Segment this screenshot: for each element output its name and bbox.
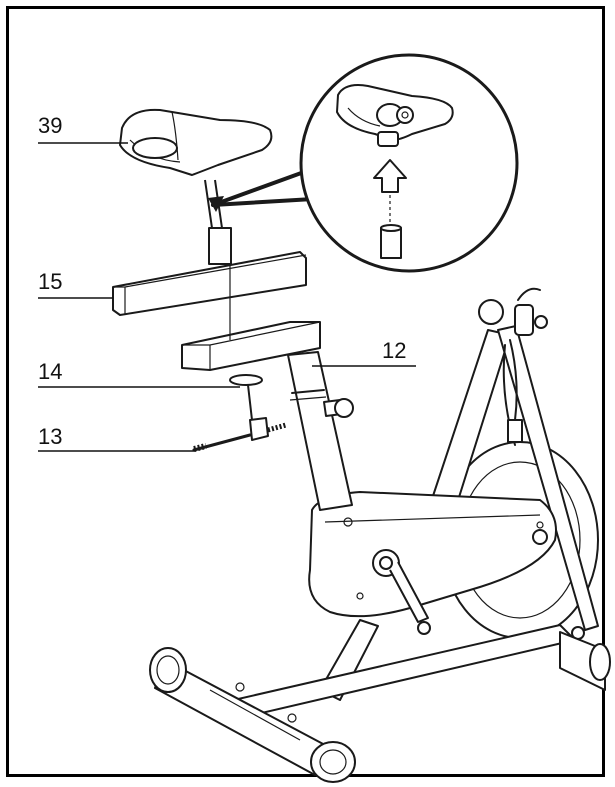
detail-callout bbox=[208, 53, 519, 273]
seat-stem bbox=[204, 179, 232, 265]
bike-frame bbox=[149, 287, 611, 783]
callout-12: 12 bbox=[312, 338, 416, 367]
rear-stabilizer bbox=[149, 647, 356, 783]
callout-label-13: 13 bbox=[38, 424, 62, 449]
callout-label-14: 14 bbox=[38, 359, 62, 384]
callout-13: 13 bbox=[38, 424, 196, 452]
callout-label-15: 15 bbox=[38, 269, 62, 294]
callout-15: 15 bbox=[38, 269, 113, 299]
tension-knob bbox=[532, 529, 548, 545]
washer-part bbox=[229, 374, 263, 386]
chain-guard bbox=[308, 491, 557, 618]
callout-39: 39 bbox=[38, 113, 128, 144]
front-stabilizer bbox=[559, 631, 611, 691]
callout-14: 14 bbox=[38, 359, 240, 388]
callout-label-39: 39 bbox=[38, 113, 62, 138]
callout-label-12: 12 bbox=[382, 338, 406, 363]
knob-bolt bbox=[192, 384, 287, 452]
slider-sleeve bbox=[181, 321, 321, 371]
saddle bbox=[119, 108, 273, 176]
base-rail bbox=[224, 624, 576, 719]
seat-post bbox=[181, 321, 354, 511]
crank-arm bbox=[372, 549, 431, 635]
seat-slider bbox=[112, 251, 307, 340]
handlebar-mount bbox=[478, 287, 548, 446]
